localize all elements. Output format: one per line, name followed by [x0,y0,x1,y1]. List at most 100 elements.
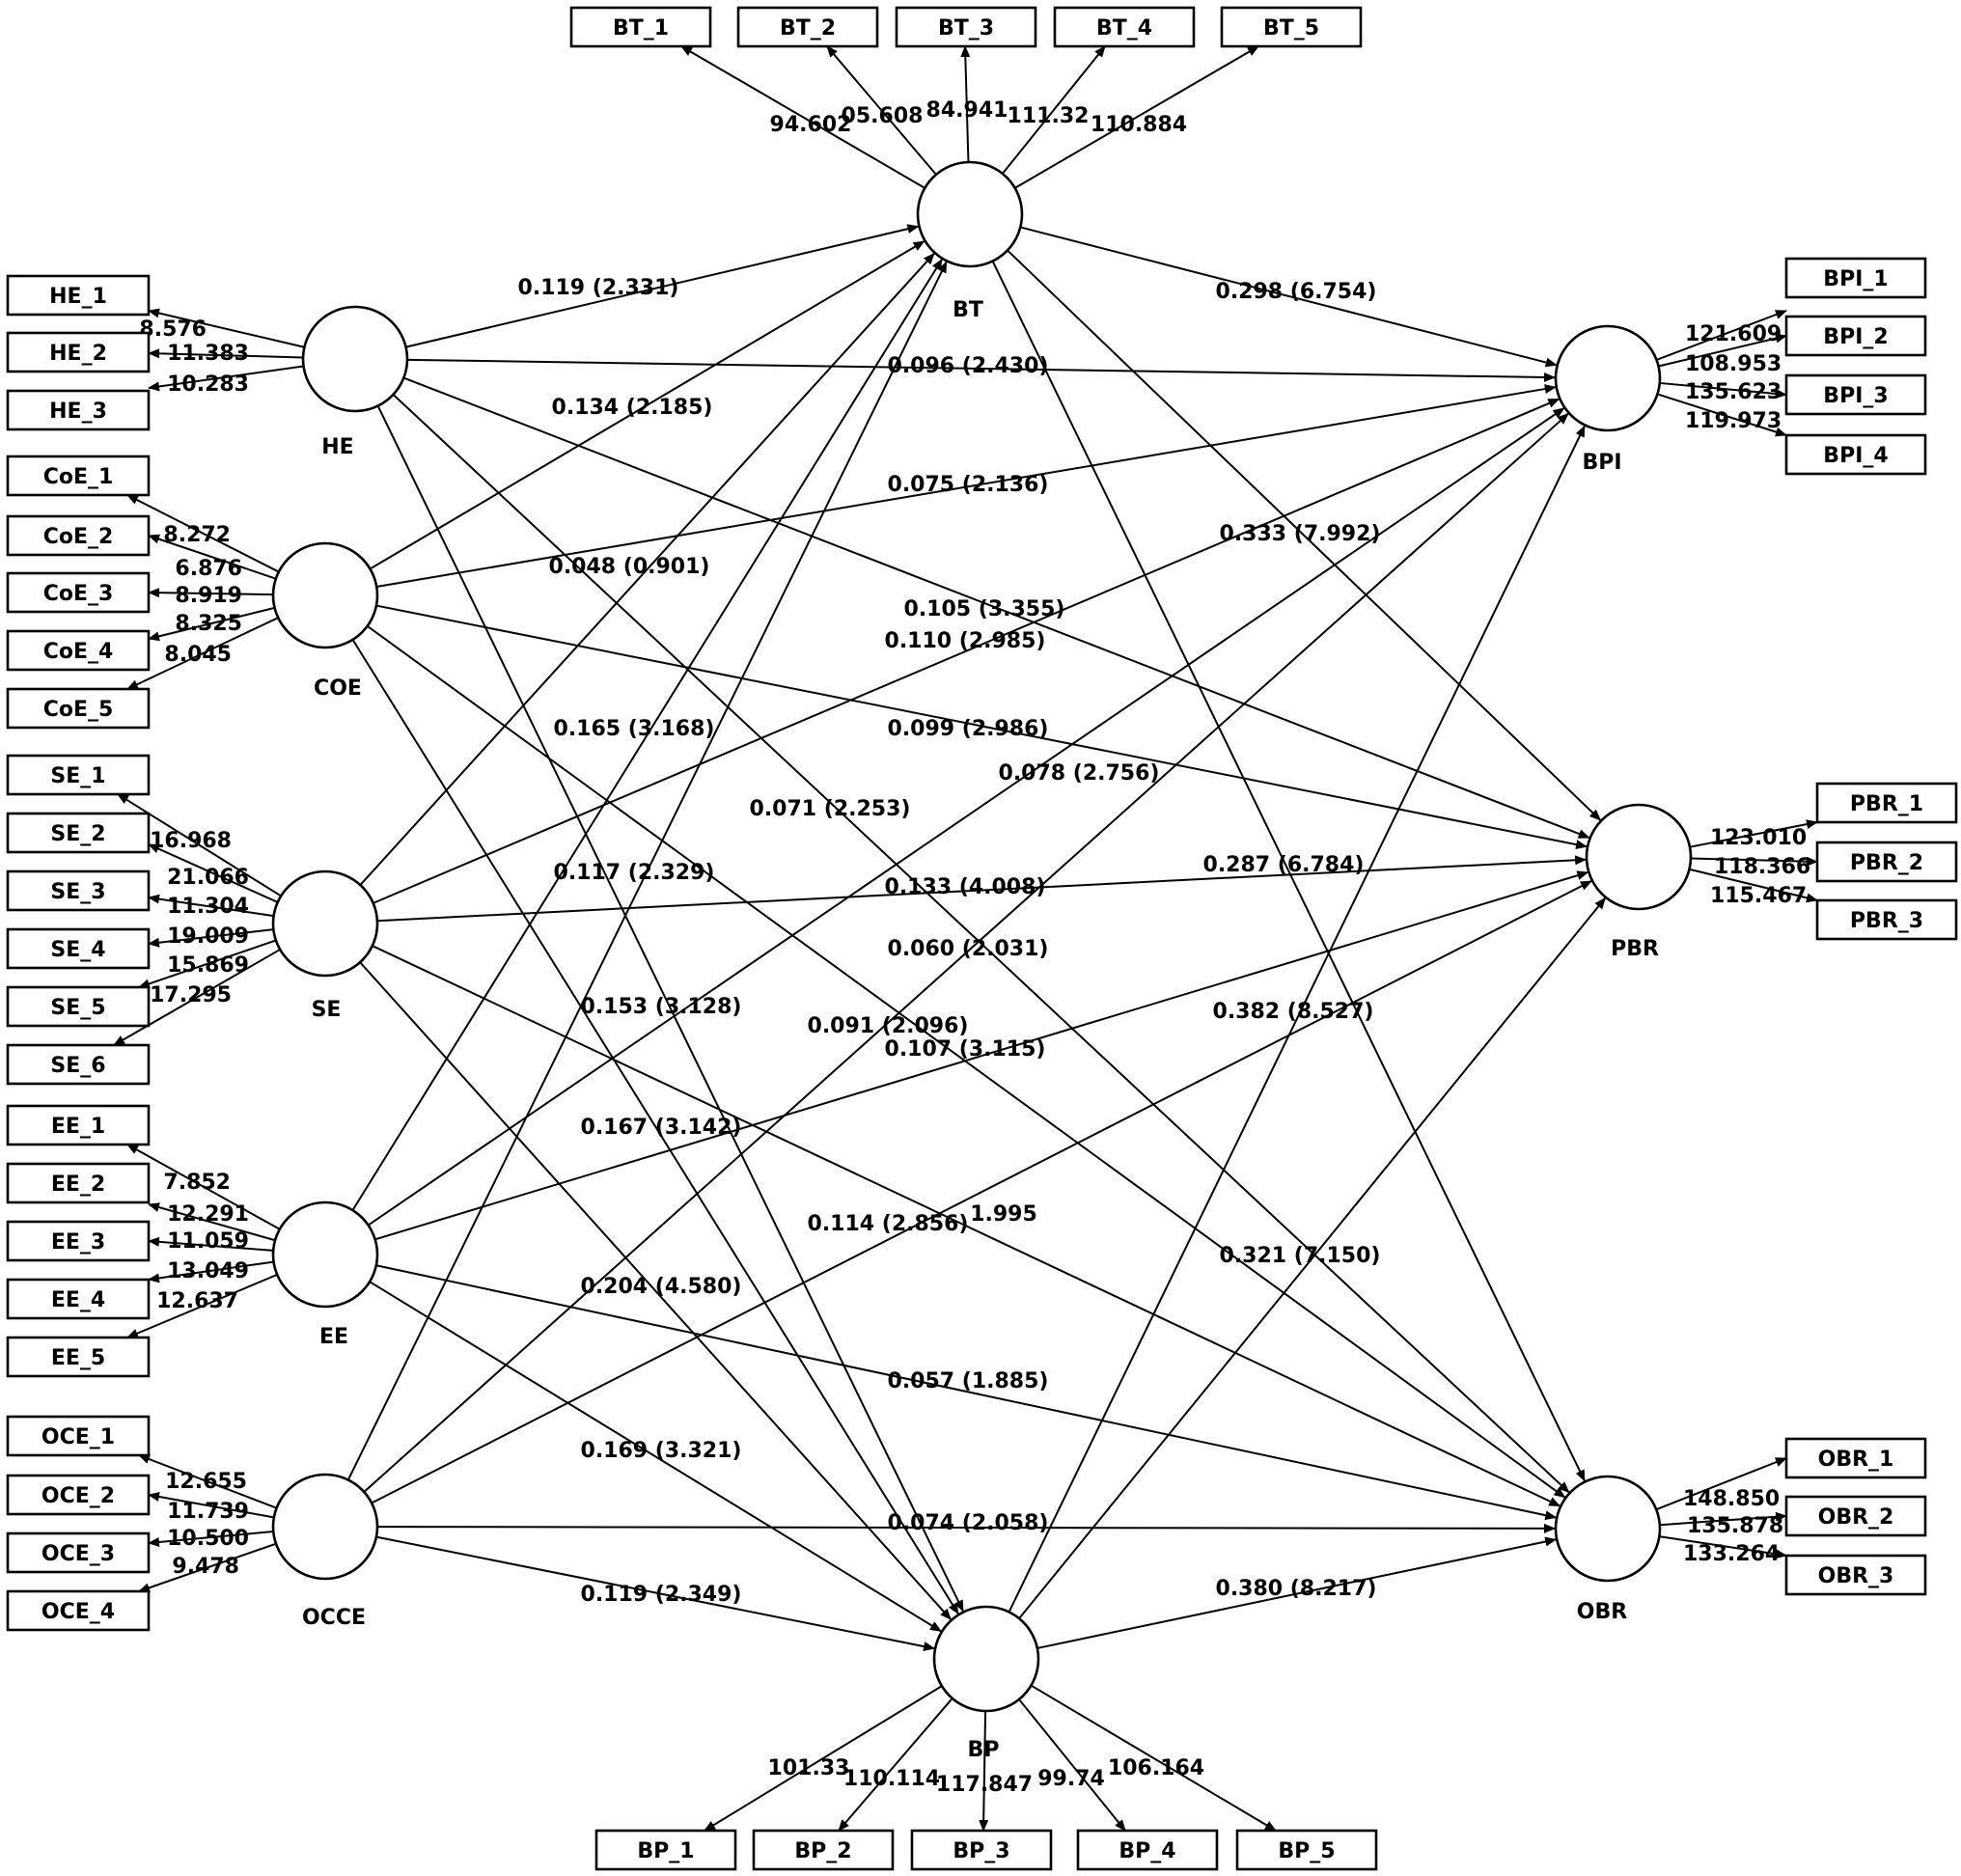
construct-circle [271,541,379,649]
indicator-label: BP_4 [1119,1839,1175,1863]
path-arrow-occe-to-bpi [363,412,1569,1493]
path-arrow-coe-to-bpi [376,384,1557,588]
path-label-coe-to-obr: 0.091 (2.096) [808,1014,969,1038]
indicator-box [1784,433,1927,476]
indicator-label: BP_2 [794,1839,851,1863]
path-arrow-occe-to-bt [346,261,948,1480]
construct-circle [271,869,379,978]
path-coefficient: 0.074 (2.058) [888,1511,1049,1535]
loading-arrow-bt-2 [826,45,937,176]
loading-value-coe-5: 8.045 [164,643,232,667]
construct-bt: BT [916,160,1024,322]
path-arrow-bp-to-pbr [1018,897,1607,1619]
indicator-oce-4: OCE_4 [6,1589,151,1632]
indicator-oce-3: OCE_3 [6,1531,151,1574]
loading-value-coe-2: 6.876 [175,557,242,581]
indicator-bt-1: BT_1 [569,6,712,48]
construct-label: BPI [1582,451,1621,475]
path-label-coe-to-pbr: 0.099 (2.986) [888,717,1049,741]
loading-arrow-ee-4 [148,1260,274,1283]
loading-arrow-obr-3 [1659,1535,1787,1559]
path-label-bt-to-pbr: 0.333 (7.992) [1220,522,1381,546]
path-label-bt-to-obr: 0.287 (6.784) [1203,853,1365,877]
loading-arrow-bt-3 [960,45,971,163]
path-coefficient: 0.114 (2.856) [808,1212,969,1236]
indicator-box [6,1278,151,1320]
loading-arrow-bt-4 [1002,45,1106,175]
path-coefficient: 0.048 (0.901) [549,555,710,579]
indicator-label: BT_4 [1096,16,1152,41]
loading-arrow-bp-1 [704,1685,943,1832]
construct-circle [301,305,409,413]
path-label-se-to-bp: 0.204 (4.580) [581,1275,742,1299]
construct-label: BP [968,1738,1000,1762]
loading-value-coe-1: 8.272 [163,523,231,547]
indicator-box [910,1829,1053,1871]
loading-value-obr-1: 148.850 [1683,1487,1780,1511]
indicator-bt-4: BT_4 [1053,6,1196,48]
indicator-box [1784,1495,1927,1537]
loading-arrow-oce-4 [138,1542,277,1593]
path-arrow-se-to-bt [359,252,935,886]
indicator-bp-4: BP_4 [1076,1829,1219,1871]
path-label-occe-to-bpi: 0.060 (2.031) [888,937,1049,961]
indicator-bp-3: BP_3 [910,1829,1053,1871]
indicator-se-5: SE_5 [6,985,151,1028]
path-coefficient: 0.096 (2.430) [888,354,1049,378]
loading-value-bpi-3: 135.623 [1685,380,1781,404]
indicator-bpi-3: BPI_3 [1784,373,1927,416]
indicator-coe-5: CoE_5 [6,687,151,730]
construct-obr: OBR [1554,1475,1662,1624]
path-label-occe-to-pbr: 0.114 (2.856) [808,1212,969,1236]
construct-ee: EE [271,1200,379,1349]
loading-value-bp-3: 117.847 [936,1773,1033,1797]
indicator-label: BT_2 [780,16,836,41]
indicator-ee-2: EE_2 [6,1162,151,1204]
loading-value-bpi-1: 121.609 [1685,322,1781,346]
path-arrow-se-to-bp [359,961,952,1620]
indicator-box [6,389,151,431]
indicator-label: EE_2 [51,1172,105,1197]
indicator-oce-2: OCE_2 [6,1474,151,1516]
indicator-box [6,927,151,970]
loading-arrow-bp-3 [979,1710,989,1832]
construct-occe: OCCE [271,1473,379,1630]
path-arrow-bp-to-bpi [1008,425,1586,1613]
loading-value-ee-5: 12.637 [156,1289,238,1313]
path-coefficient: 0.380 (8.217) [1216,1577,1377,1601]
indicator-bp-5: BP_5 [1235,1829,1378,1871]
indicator-bt-5: BT_5 [1220,6,1363,48]
path-coefficient: 0.321 (7.150) [1220,1244,1381,1268]
indicator-label: EE_4 [51,1288,105,1312]
loading-arrow-se-4 [148,928,274,948]
path-label-occe-to-obr: 0.074 (2.058) [888,1511,1049,1535]
path-coefficient: 0.167 (3.142) [581,1116,742,1140]
loading-value-obr-2: 135.878 [1687,1514,1783,1538]
path-arrow-ee-to-pbr [374,870,1589,1241]
indicator-label: CoE_5 [43,698,114,722]
path-arrow-se-to-bpi [373,398,1561,904]
path-label-coe-to-bp: 0.167 (3.142) [581,1116,742,1140]
construct-circle [271,1200,379,1309]
path-coefficient: 0.298 (6.754) [1216,280,1377,304]
loading-arrow-coe-5 [126,617,279,690]
loading-value-bp-1: 101.33 [768,1756,850,1780]
indicator-obr-2: OBR_2 [1784,1495,1927,1537]
indicator-box [6,812,151,854]
indicator-boxes: HE_1HE_2HE_3CoE_1CoE_2CoE_3CoE_4CoE_5SE_… [6,6,1958,1871]
indicator-box [6,1336,151,1378]
loading-value-oce-1: 12.655 [165,1470,247,1494]
indicator-box [6,629,151,672]
indicator-box [1784,315,1927,357]
indicator-box [895,6,1037,48]
path-coefficient: 0.105 (3.355) [904,597,1065,621]
path-arrow-he-to-obr [392,394,1570,1494]
indicator-se-1: SE_1 [6,754,151,796]
construct-he: HE [301,305,409,459]
indicator-box [1815,782,1958,824]
indicator-label: BPI_4 [1823,444,1888,468]
indicator-box [1784,1554,1927,1596]
loading-value-se-6: 17.295 [150,983,232,1007]
path-coefficient: 0.133 (4.008) [885,875,1046,899]
